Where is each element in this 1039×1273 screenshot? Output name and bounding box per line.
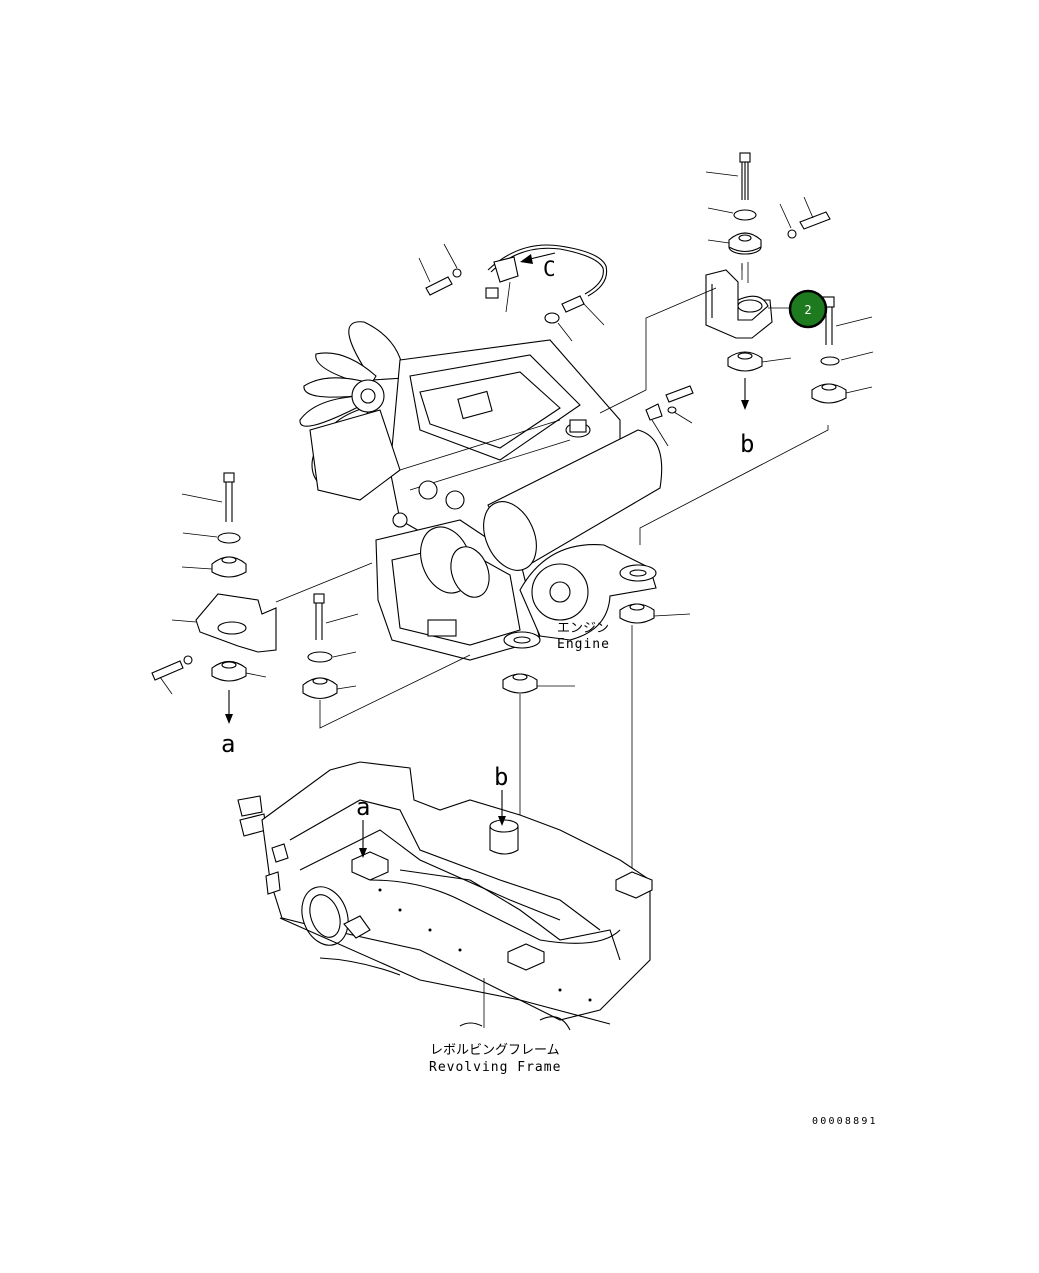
long-bolt-right: [822, 296, 873, 345]
ref-a-label-frame: a: [356, 793, 370, 821]
center-cushion: [302, 677, 357, 700]
left-bolt: [181, 472, 235, 522]
small-bolt-top-left: [418, 243, 462, 296]
engine-cushion-rear: [619, 603, 691, 624]
left-cushion-upper: [181, 556, 247, 578]
engine-label-jp: エンジン: [557, 621, 609, 636]
ref-a-label-engine: a: [221, 730, 235, 758]
engine-mini-bolt: [645, 385, 694, 447]
engine-cushion-front: [502, 673, 575, 694]
center-washer: [307, 651, 357, 663]
sensor-harness: [485, 244, 608, 342]
arrow-to-b: [741, 378, 749, 410]
arrow-to-a: [225, 690, 233, 724]
top-bolt: [705, 152, 751, 200]
revolving-frame: [237, 761, 653, 1031]
frame-label-en: Revolving Frame: [429, 1060, 561, 1075]
left-cushion-lower: [211, 660, 267, 682]
top-washer: [707, 207, 757, 221]
left-washer: [182, 532, 241, 544]
engine-label-en: Engine: [557, 637, 610, 652]
small-bolt-right: [779, 196, 831, 239]
engine-assembly: [299, 321, 663, 661]
part-callout-number: 2: [804, 303, 811, 317]
left-small-bolt: [151, 655, 193, 695]
right-cushion-upper: [727, 351, 792, 372]
right-cushion-lower: [811, 383, 873, 404]
c-arrow: [520, 252, 556, 264]
frame-arrow-b: [498, 790, 506, 826]
ref-c-label: C: [543, 257, 556, 281]
part-callout-2[interactable]: 2: [768, 289, 828, 329]
frame-label-jp: レボルビングフレーム: [430, 1043, 560, 1058]
ref-b-label-frame: b: [494, 763, 508, 791]
engine-bracket-right: [705, 262, 773, 339]
ref-b-label-engine: b: [740, 430, 754, 458]
drawing-number: 00008891: [812, 1116, 878, 1127]
frame-arrow-a: [359, 820, 367, 858]
center-bolt: [313, 593, 359, 640]
engine-bracket-left: [171, 593, 277, 653]
right-washer: [820, 351, 874, 366]
top-mount-cushion: [707, 232, 762, 255]
